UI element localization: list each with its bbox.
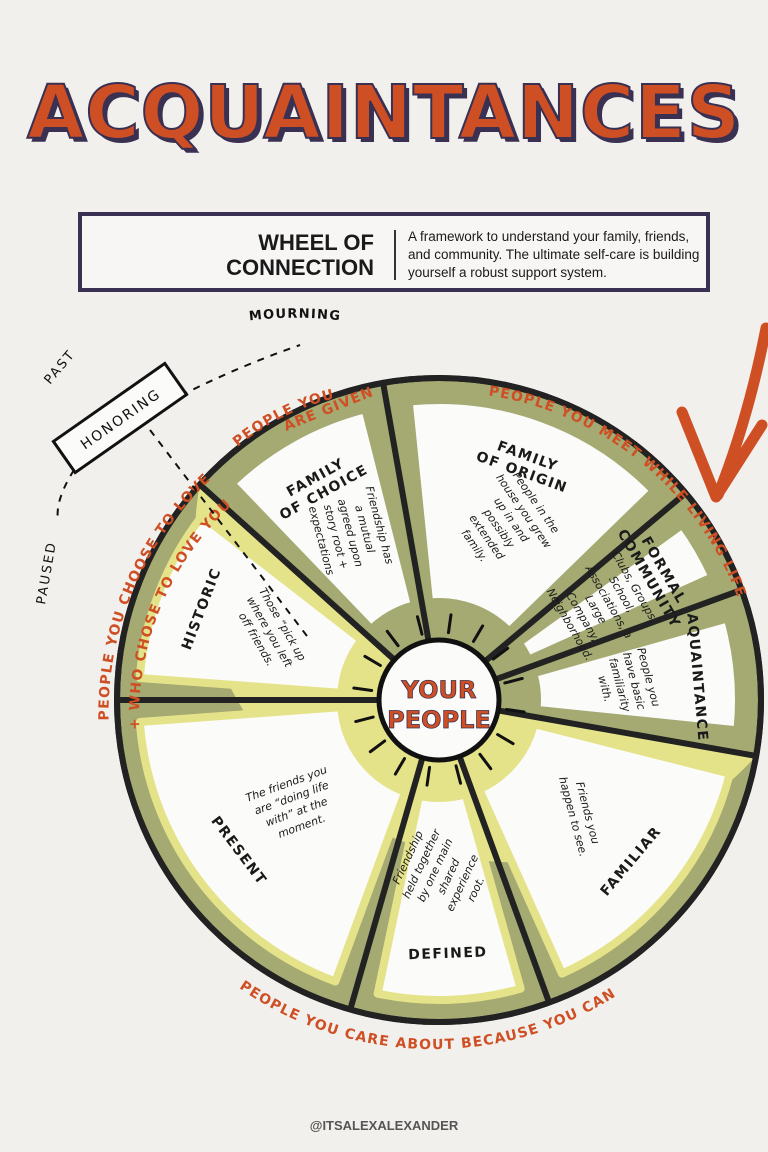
segment-card	[135, 703, 410, 986]
box-divider	[394, 230, 396, 280]
center-ray	[478, 752, 493, 771]
segment-card	[404, 396, 659, 636]
segment-title-group: DEFINED	[408, 944, 488, 963]
segment-card	[373, 790, 525, 1004]
segment-divider	[197, 482, 397, 663]
honoring-box	[51, 361, 189, 475]
segment-title: DEFINED	[408, 944, 488, 963]
mourning-label: MOURNING	[248, 307, 342, 325]
paused-dashed-line	[56, 469, 75, 521]
segment-divider	[347, 756, 426, 1011]
arrow-head	[676, 406, 768, 503]
segment-divider	[494, 587, 743, 683]
segment-card	[227, 405, 419, 634]
segment-divider	[483, 490, 688, 664]
segment-divider	[456, 755, 552, 1004]
center-ray	[385, 629, 400, 648]
center-ray	[504, 707, 526, 714]
segment-divider	[497, 707, 757, 759]
past-label: PAST	[42, 347, 79, 387]
center-ray	[368, 739, 387, 754]
center-ray	[446, 613, 453, 635]
center-ray	[503, 676, 524, 685]
segment-card	[135, 512, 366, 697]
honoring-dashed-line	[119, 344, 301, 431]
center-ray	[454, 764, 463, 785]
segment-card	[514, 520, 717, 664]
center-ray	[496, 733, 515, 746]
center-label-your: YOUR	[401, 676, 477, 704]
segment-card	[529, 614, 743, 735]
center-ray	[491, 646, 510, 661]
author-handle: @ITSALEXALEXANDER	[309, 1118, 459, 1133]
center-ray	[472, 624, 485, 643]
segment-divider	[380, 382, 432, 642]
center-ray	[352, 686, 374, 693]
arrow-shaft	[712, 322, 768, 501]
heading-line-1: WHEEL OF	[258, 230, 374, 255]
heading-line-2: CONNECTION	[226, 255, 374, 280]
wheel-of-connection-heading: WHEEL OF CONNECTION	[226, 230, 374, 280]
center-ray	[363, 654, 382, 667]
family-link-dashed-line	[149, 429, 311, 641]
center-ray	[425, 765, 432, 787]
center-circle	[376, 637, 502, 763]
honoring-badge: HONORING	[51, 361, 189, 475]
mourning-label-path: MOURNING	[248, 307, 340, 325]
center-ray	[354, 715, 375, 724]
center-ray	[393, 757, 406, 776]
segment-card	[475, 720, 734, 978]
center-label-people: PEOPLE	[387, 706, 491, 734]
page-title: ACQUAINTANCES	[26, 69, 742, 157]
info-box: WHEEL OF CONNECTION A framework to under…	[78, 212, 710, 292]
paused-label: PAUSED	[34, 540, 60, 606]
center-ray	[415, 615, 424, 636]
framework-description: A framework to understand your family, f…	[408, 229, 700, 280]
